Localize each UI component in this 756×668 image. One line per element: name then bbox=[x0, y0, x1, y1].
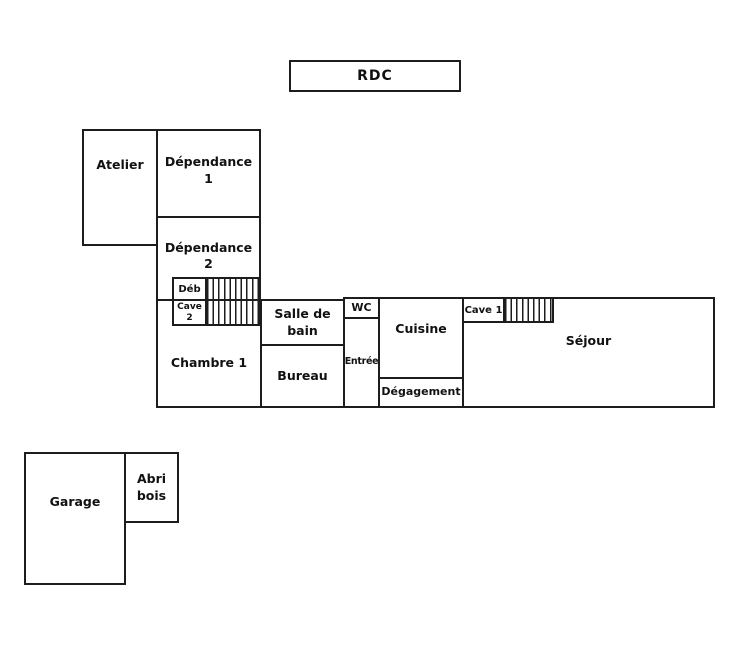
room-salle-de-bain: Salle de bain bbox=[260, 299, 345, 346]
room-label: WC bbox=[351, 300, 372, 314]
room-garage: Garage bbox=[24, 452, 126, 585]
room-label: Séjour bbox=[565, 333, 612, 349]
room-cave-1: Cave 1 bbox=[462, 297, 505, 323]
room-label: 2 bbox=[204, 256, 213, 272]
room-wc: WC bbox=[343, 297, 380, 319]
staircase-dependance-lower bbox=[205, 299, 261, 326]
room-label: Cave 1 bbox=[464, 304, 503, 316]
room-label: Bureau bbox=[277, 367, 328, 383]
room-entree: Entrée bbox=[343, 317, 380, 408]
room-dependance-1: Dépendance 1 bbox=[156, 129, 261, 218]
room-label: Chambre 1 bbox=[170, 355, 248, 371]
room-label: Dégagement bbox=[381, 385, 461, 399]
room-abri-bois: Abri bois bbox=[124, 452, 179, 523]
room-label: 1 bbox=[204, 170, 213, 186]
room-label: Cuisine bbox=[395, 320, 447, 336]
room-label: Salle de bbox=[274, 306, 331, 322]
room-label: Entrée bbox=[344, 356, 379, 368]
room-label: bain bbox=[287, 322, 318, 338]
room-label: Abri bbox=[136, 471, 167, 487]
staircase-cave-1 bbox=[503, 297, 554, 323]
room-deb: Déb bbox=[172, 277, 207, 301]
room-cuisine: Cuisine bbox=[378, 297, 464, 379]
room-cave-2: Cave 2 bbox=[172, 299, 207, 326]
room-label: Dépendance bbox=[164, 240, 253, 255]
floor-title: RDC bbox=[357, 67, 393, 84]
room-degagement: Dégagement bbox=[378, 377, 464, 408]
room-label: 2 bbox=[186, 312, 193, 323]
room-label: bois bbox=[136, 487, 167, 503]
room-label: Garage bbox=[49, 494, 101, 509]
room-label: Cave bbox=[177, 302, 202, 313]
room-label: Déb bbox=[178, 283, 201, 295]
room-label: Dépendance bbox=[164, 154, 253, 170]
room-atelier: Atelier bbox=[82, 129, 158, 246]
room-bureau: Bureau bbox=[260, 344, 345, 408]
room-label: Atelier bbox=[96, 157, 144, 172]
staircase-dependance-upper bbox=[205, 277, 261, 301]
floor-title-box: RDC bbox=[289, 60, 461, 92]
